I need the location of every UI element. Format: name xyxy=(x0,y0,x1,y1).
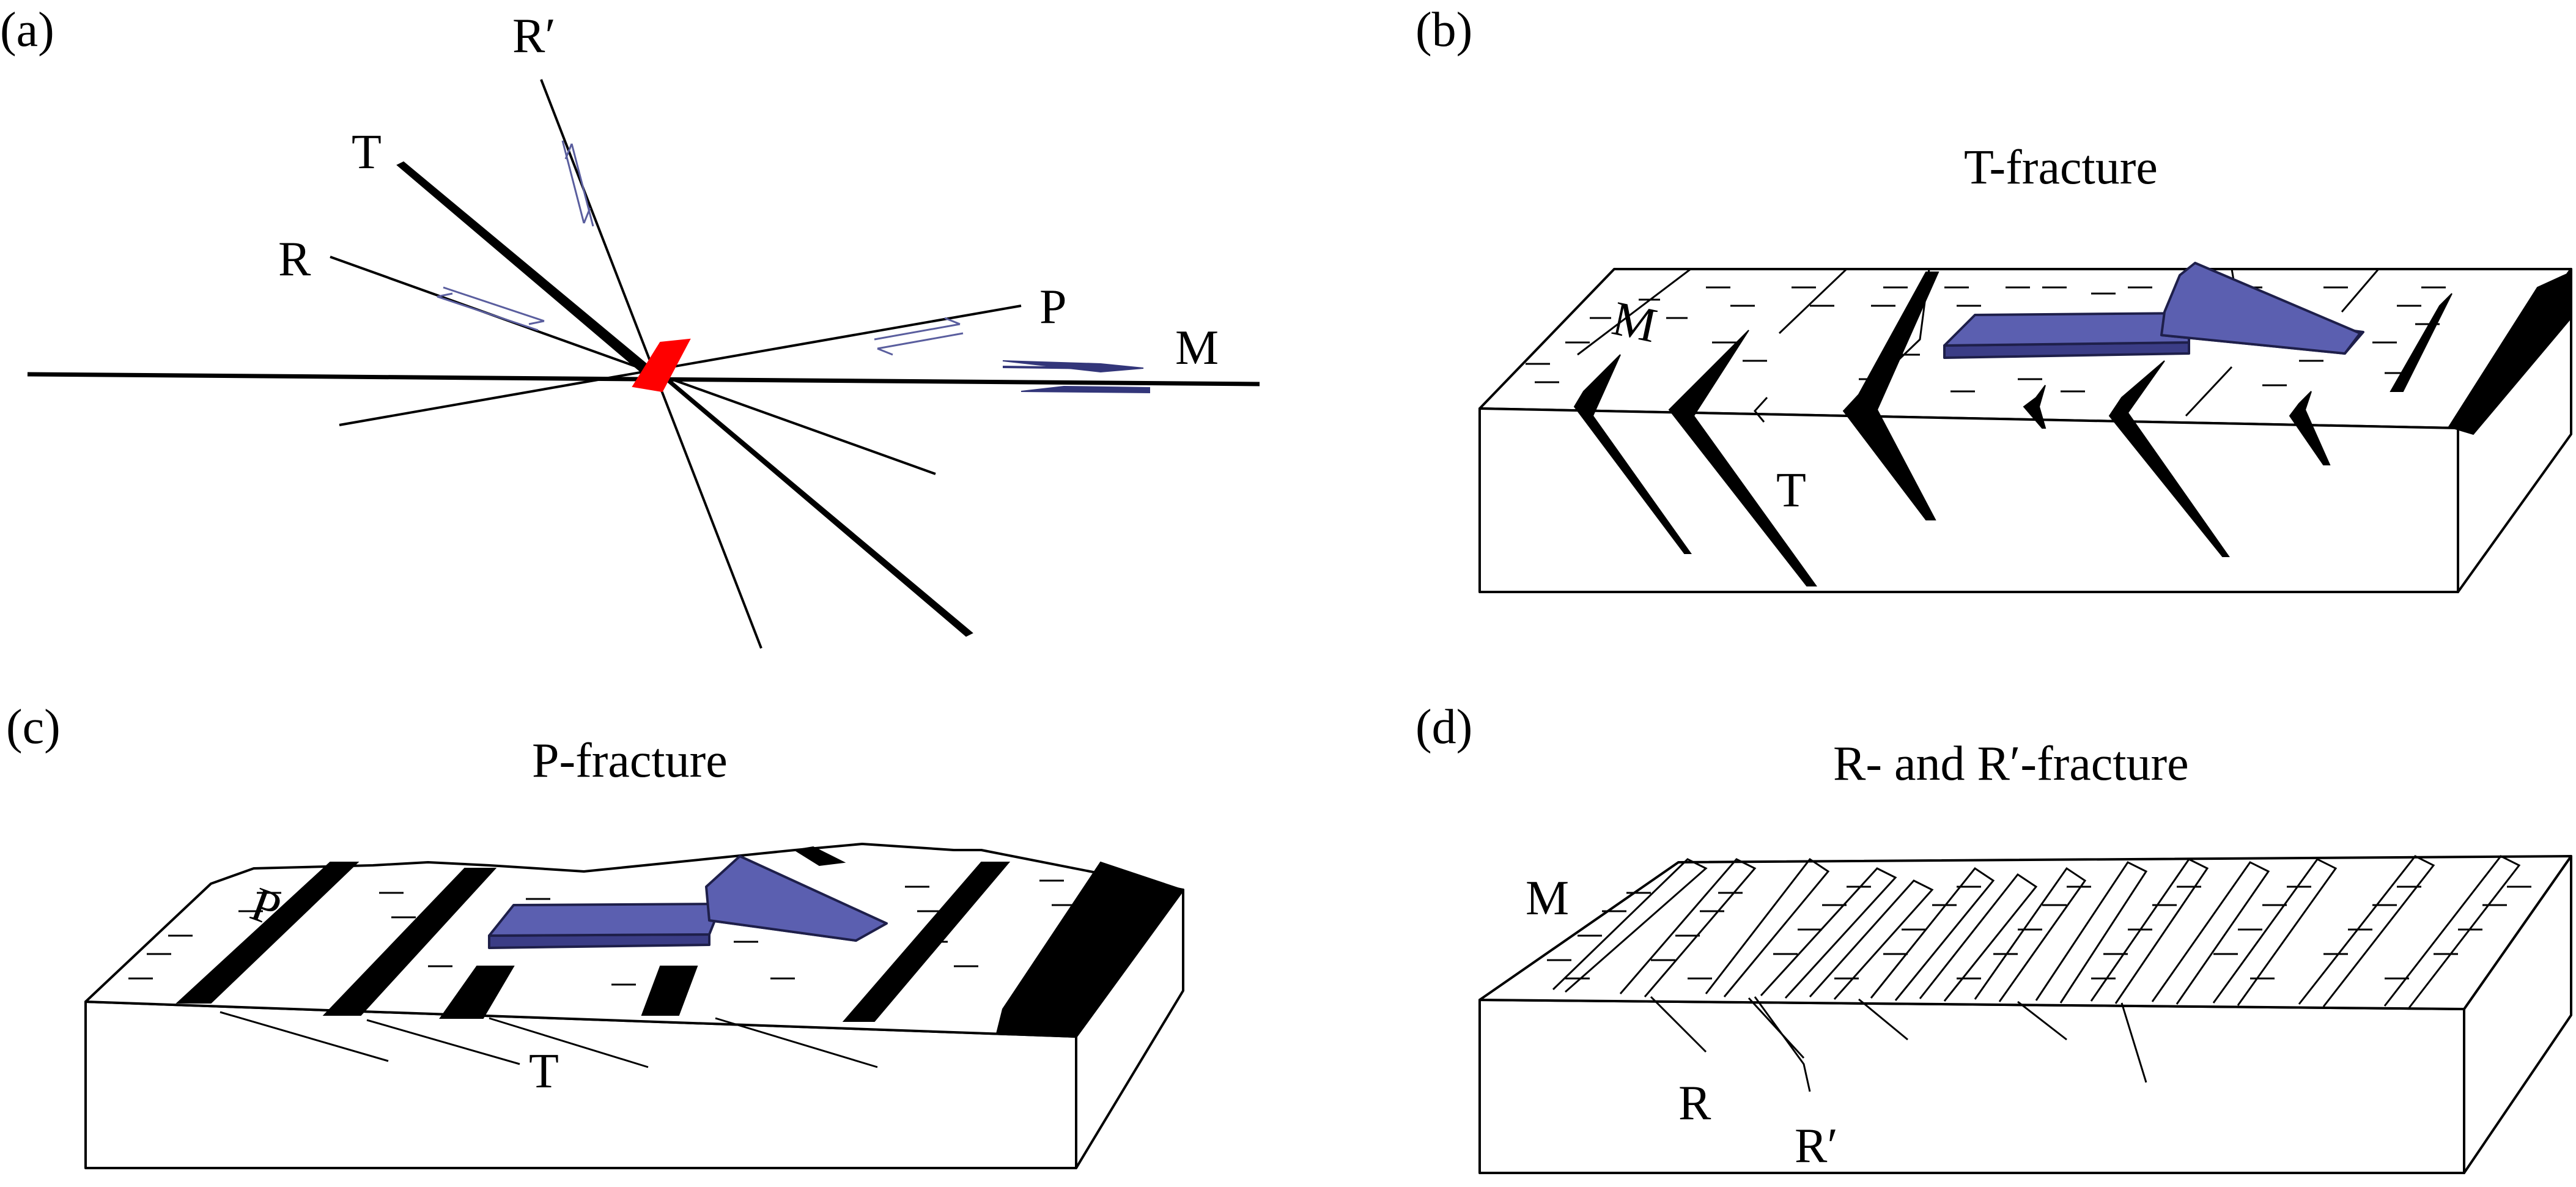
t-fracture-wedge-upper xyxy=(396,161,659,379)
panel-b-t-fractures xyxy=(1573,272,2452,586)
center-marker xyxy=(632,338,691,393)
r-prime-sense-arrows xyxy=(561,140,594,227)
r-sense-arrows xyxy=(437,286,545,331)
panel-d-m-label: M xyxy=(1526,871,1569,925)
panel-d: (d) R- and R′-fracture xyxy=(1415,700,2572,1174)
t-fracture-4 xyxy=(2023,385,2046,429)
t-fracture-3 xyxy=(1842,272,1939,520)
r-prime-label: R′ xyxy=(512,9,556,63)
panel-d-surface-dashes xyxy=(1547,886,2531,980)
r-label: R xyxy=(278,232,311,286)
p-sense-arrows xyxy=(874,317,964,356)
p-fracture-band-1 xyxy=(175,862,360,1004)
panel-d-front-face xyxy=(1478,999,2465,1174)
panel-a: (a) R′ T R xyxy=(0,3,1260,649)
t-fracture-6 xyxy=(2289,391,2331,465)
panel-b-label: (b) xyxy=(1415,3,1472,57)
t-fracture-7 xyxy=(2390,293,2452,392)
t-fracture-1 xyxy=(1573,354,1692,554)
panel-d-title: R- and R′-fracture xyxy=(1833,737,2189,791)
panel-d-label: (d) xyxy=(1415,700,1472,754)
m-label: M xyxy=(1175,321,1219,375)
p-fracture-band-7 xyxy=(793,846,846,867)
panel-d-subsurface-traces xyxy=(1650,996,2147,1092)
panel-d-r-label: R xyxy=(1678,1076,1711,1130)
p-label: P xyxy=(1039,280,1067,334)
t-fracture-2 xyxy=(1668,330,1817,586)
panel-a-label: (a) xyxy=(0,3,54,57)
p-fracture-band-3 xyxy=(439,966,515,1019)
panel-c-shear-block xyxy=(488,855,888,949)
panel-b-edge-stripe xyxy=(2448,271,2572,435)
panel-d-r-prime-label: R′ xyxy=(1795,1119,1838,1173)
p-fracture-band-6 xyxy=(995,861,1184,1038)
panel-c-title: P-fracture xyxy=(532,734,728,788)
p-fracture-band-4 xyxy=(641,966,698,1016)
panel-c-t-lines xyxy=(220,1011,878,1068)
panel-b-shear-block xyxy=(1943,262,2364,359)
panel-b: (b) T-fracture xyxy=(1415,3,2572,593)
panel-b-small-chevron xyxy=(1754,396,1768,423)
panel-d-top-surface xyxy=(1478,855,2572,1010)
panel-d-r-steps xyxy=(1552,855,2521,1008)
t-label: T xyxy=(352,125,382,179)
panel-c-t-label: T xyxy=(529,1045,559,1098)
panel-c: (c) P-fracture xyxy=(6,700,1184,1169)
panel-c-label: (c) xyxy=(6,700,61,754)
panel-b-t-label: T xyxy=(1776,464,1806,517)
m-sense-arrows xyxy=(1002,360,1150,394)
p-fracture-line xyxy=(339,305,1022,426)
t-fracture-5 xyxy=(2108,360,2230,557)
panel-b-title: T-fracture xyxy=(1964,141,2158,194)
